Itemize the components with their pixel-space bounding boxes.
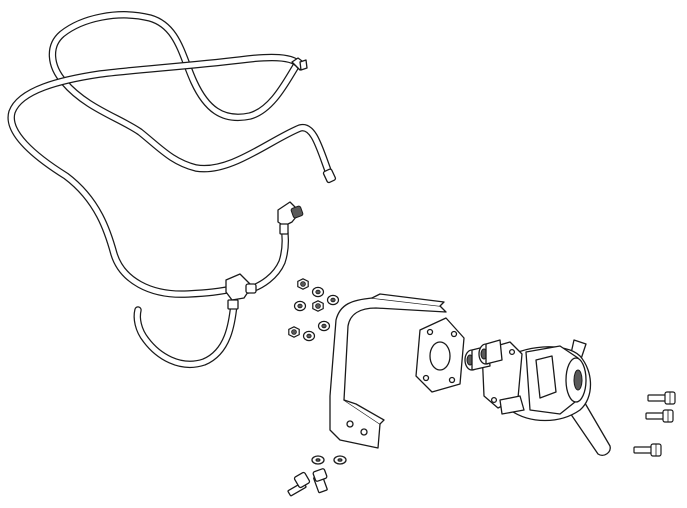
hose-upper-loop: [48, 11, 334, 180]
flat-washer: [311, 286, 325, 298]
bolt-set-bottom: [287, 455, 347, 497]
hex-bolt-right-3: [633, 443, 662, 457]
hose-end-right: [322, 168, 337, 184]
nut-washer-set: [288, 278, 340, 342]
hex-bolt-right-1: [647, 391, 676, 405]
tee-fitting: [225, 273, 257, 310]
flat-washer: [326, 294, 340, 306]
hose-tee-riser: [244, 222, 290, 294]
bolt-set-right: [633, 391, 676, 457]
flat-washer: [293, 300, 307, 312]
hex-bolt-right-2: [645, 409, 674, 423]
control-valve: [464, 339, 611, 456]
flat-washer: [317, 320, 331, 332]
hex-nut: [312, 300, 324, 312]
hex-nut: [297, 278, 309, 290]
hose-lower-loop: [7, 53, 304, 298]
washer-bottom-2: [333, 455, 347, 465]
hex-bolt-bottom-left: [287, 471, 311, 497]
right-angle-elbow-fitting: [277, 201, 304, 235]
washer-bottom-1: [311, 455, 325, 465]
flat-washer: [302, 330, 316, 342]
mounting-bracket: [329, 293, 465, 449]
hex-nut: [288, 326, 300, 338]
hose-tee-drop: [133, 300, 238, 369]
hose-assembly: [7, 11, 337, 369]
hose-end-top: [291, 57, 308, 71]
hex-bolt-bottom-right: [312, 468, 328, 494]
